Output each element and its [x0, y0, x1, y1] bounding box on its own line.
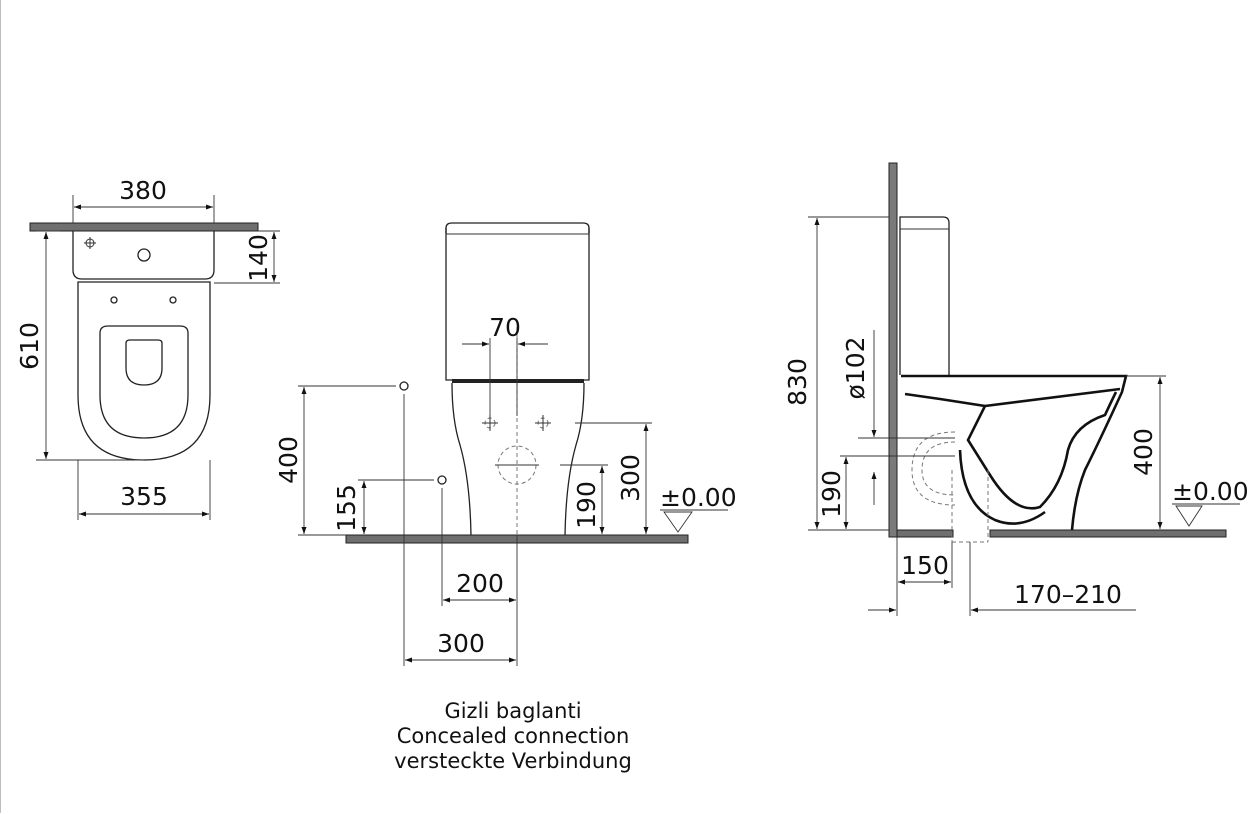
- caption: Gizli baglanti Concealed connection vers…: [394, 699, 632, 773]
- dimension-355: 355: [77, 460, 211, 520]
- front-view-valve-left: [482, 415, 498, 431]
- caption-line-german: versteckte Verbindung: [394, 749, 632, 773]
- dimension-label-400-front: 400: [274, 436, 303, 484]
- dimension-170-210: 170–210: [969, 542, 1136, 616]
- side-view-concealed-pipes: [911, 431, 989, 543]
- dimension-150: 150: [868, 537, 953, 616]
- caption-line-turkish: Gizli baglanti: [444, 699, 581, 723]
- dimension-label-150: 150: [901, 551, 949, 580]
- dimension-label-170-210: 170–210: [1014, 580, 1122, 609]
- side-view: 830 ø102 190 400 ±0.00 150: [783, 162, 1249, 616]
- dimension-label-70: 70: [489, 313, 521, 342]
- dimension-400-side: 400: [1126, 375, 1166, 529]
- dimension-400-front: 400: [274, 385, 396, 536]
- top-view: 380 355 610 140: [15, 176, 280, 520]
- connection-point-upper: [399, 381, 409, 391]
- dimension-190-side: 190: [817, 455, 955, 529]
- dimension-label-102: ø102: [841, 336, 870, 399]
- dimension-300-vertical: 300: [575, 422, 652, 534]
- floor-level-label-side: ±0.00: [1172, 477, 1249, 506]
- side-view-bowl-outer: [901, 374, 1128, 531]
- front-view-pedestal-left: [451, 382, 472, 536]
- dimension-830: 830: [783, 216, 889, 531]
- dimension-70: 70: [462, 313, 548, 416]
- dimension-380: 380: [72, 176, 215, 223]
- dimension-label-200: 200: [456, 569, 504, 598]
- top-view-hinge-left: [110, 296, 118, 304]
- top-view-flush-button: [137, 248, 151, 262]
- dimension-300-horizontal: 300: [403, 394, 518, 666]
- dimension-label-190-front: 190: [572, 481, 601, 529]
- floor-level-marker-side: ±0.00: [1172, 477, 1249, 527]
- dimension-label-300-vertical: 300: [616, 454, 645, 502]
- front-view-outlet: [495, 445, 539, 485]
- caption-line-english: Concealed connection: [397, 724, 630, 748]
- top-view-bowl-opening: [125, 339, 163, 386]
- side-view-floor-left: [896, 529, 954, 538]
- front-view: 70 400 155 190 300 ±0.00: [274, 222, 737, 666]
- dimension-label-140: 140: [244, 234, 273, 282]
- dimension-label-355: 355: [120, 482, 168, 511]
- top-view-bowl-outline: [77, 281, 211, 461]
- side-view-bowl-inner: [904, 391, 1118, 510]
- connection-point-lower: [437, 475, 447, 485]
- dimension-label-610: 610: [15, 322, 44, 370]
- dimension-label-830: 830: [783, 358, 812, 406]
- dimension-155: 155: [332, 479, 434, 534]
- side-view-wall: [888, 162, 898, 538]
- dimension-190-front: 190: [560, 464, 608, 534]
- front-view-valve-right: [535, 415, 551, 431]
- dimension-label-190-side: 190: [817, 470, 846, 518]
- side-view-tank: [899, 216, 950, 375]
- dimension-diameter-102: ø102: [841, 330, 955, 505]
- dimension-200: 200: [441, 488, 518, 606]
- top-view-tank: [72, 231, 215, 280]
- floor-level-label-front: ±0.00: [660, 483, 737, 512]
- dimension-610: 610: [15, 230, 144, 461]
- dimension-140: 140: [214, 230, 280, 284]
- dimension-label-380: 380: [119, 176, 167, 205]
- front-view-tank-lid: [445, 222, 590, 233]
- front-view-pedestal-right: [564, 382, 585, 536]
- dimension-label-400-side: 400: [1129, 428, 1158, 476]
- dimension-label-155: 155: [332, 484, 361, 532]
- top-view-mount-mark: [84, 237, 96, 249]
- top-view-seat: [99, 325, 189, 439]
- dimension-label-300-horizontal: 300: [437, 629, 485, 658]
- side-view-rim: [984, 387, 1121, 408]
- top-view-hinge-right: [169, 296, 177, 304]
- floor-level-marker-front: ±0.00: [660, 483, 737, 533]
- top-view-wall-plate: [29, 222, 259, 232]
- side-view-floor-right: [989, 529, 1227, 538]
- side-view-trap: [958, 449, 1046, 525]
- front-view-tank-joint: [452, 379, 584, 383]
